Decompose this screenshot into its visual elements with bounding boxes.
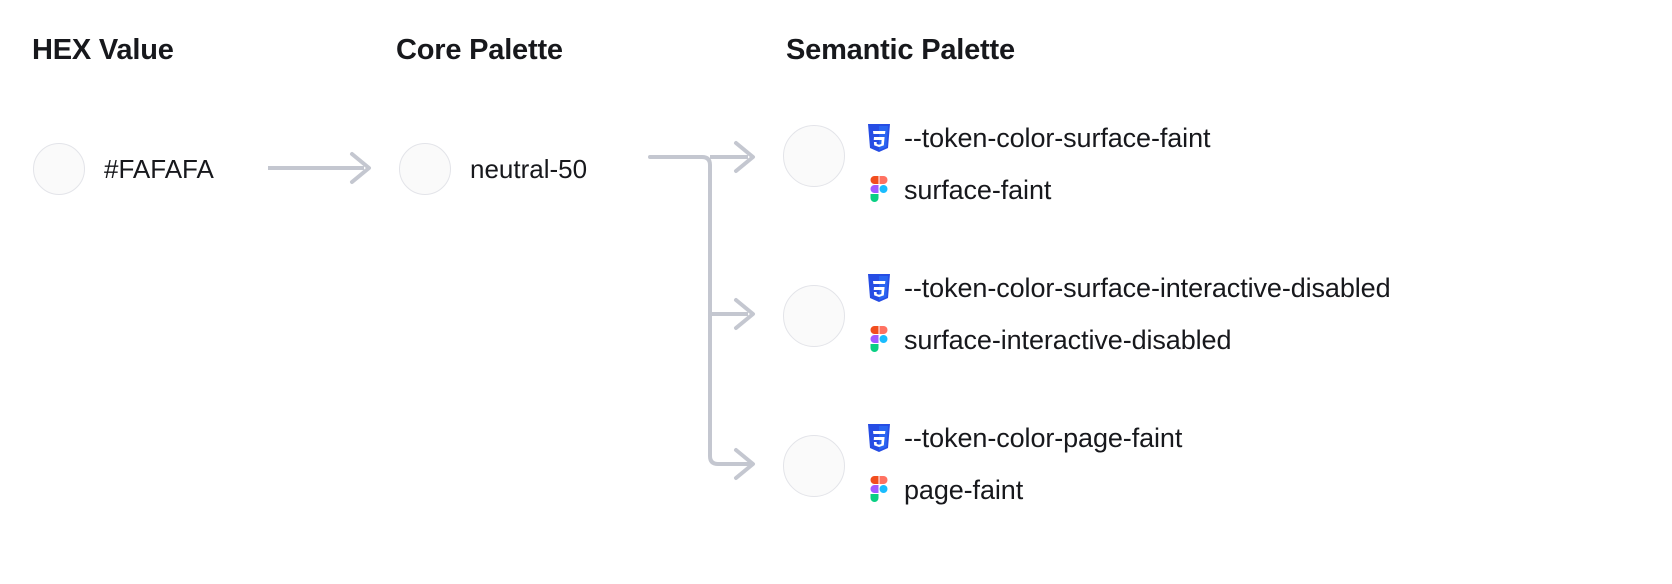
column-header-core-palette: Core Palette	[396, 34, 563, 66]
swatch-semantic-surface-interactive-disabled[interactable]	[783, 285, 845, 347]
semantic-row: --token-color-surface-interactive-disabl…	[866, 262, 1391, 366]
css-token-line[interactable]: --token-color-surface-interactive-disabl…	[866, 262, 1391, 314]
css3-shield-icon	[868, 424, 890, 452]
css-token-label: --token-color-surface-interactive-disabl…	[904, 272, 1391, 303]
column-header-hex-value: HEX Value	[32, 34, 174, 66]
figma-logo-icon	[870, 176, 888, 202]
semantic-row: --token-color-page-faint page-faint	[866, 412, 1182, 516]
figma-logo-icon	[870, 476, 888, 502]
figma-token-label: page-faint	[904, 474, 1024, 505]
core-palette-label: neutral-50	[470, 154, 588, 184]
figma-token-line[interactable]: surface-faint	[866, 164, 1210, 216]
css-token-label: --token-color-surface-faint	[904, 122, 1211, 153]
swatch-core-palette[interactable]	[399, 143, 451, 195]
swatch-semantic-surface-faint[interactable]	[783, 125, 845, 187]
figma-token-label: surface-faint	[904, 174, 1052, 205]
semantic-row: --token-color-surface-faint surface-fain…	[866, 112, 1211, 216]
swatch-hex-value[interactable]	[33, 143, 85, 195]
figma-logo-icon	[870, 326, 888, 352]
css3-shield-icon	[868, 274, 890, 302]
figma-token-line[interactable]: page-faint	[866, 464, 1182, 516]
arrow-core-to-semantic-branch	[648, 141, 755, 480]
css3-shield-icon	[868, 124, 890, 152]
swatch-semantic-page-faint[interactable]	[783, 435, 845, 497]
figma-token-line[interactable]: surface-interactive-disabled	[866, 314, 1391, 366]
css-token-label: --token-color-page-faint	[904, 422, 1183, 453]
arrow-hex-to-core	[268, 152, 371, 184]
css-token-line[interactable]: --token-color-surface-faint	[866, 112, 1211, 164]
hex-value-label: #FAFAFA	[104, 154, 214, 184]
figma-token-label: surface-interactive-disabled	[904, 324, 1232, 355]
css-token-line[interactable]: --token-color-page-faint	[866, 412, 1182, 464]
column-header-semantic-palette: Semantic Palette	[786, 34, 1015, 66]
